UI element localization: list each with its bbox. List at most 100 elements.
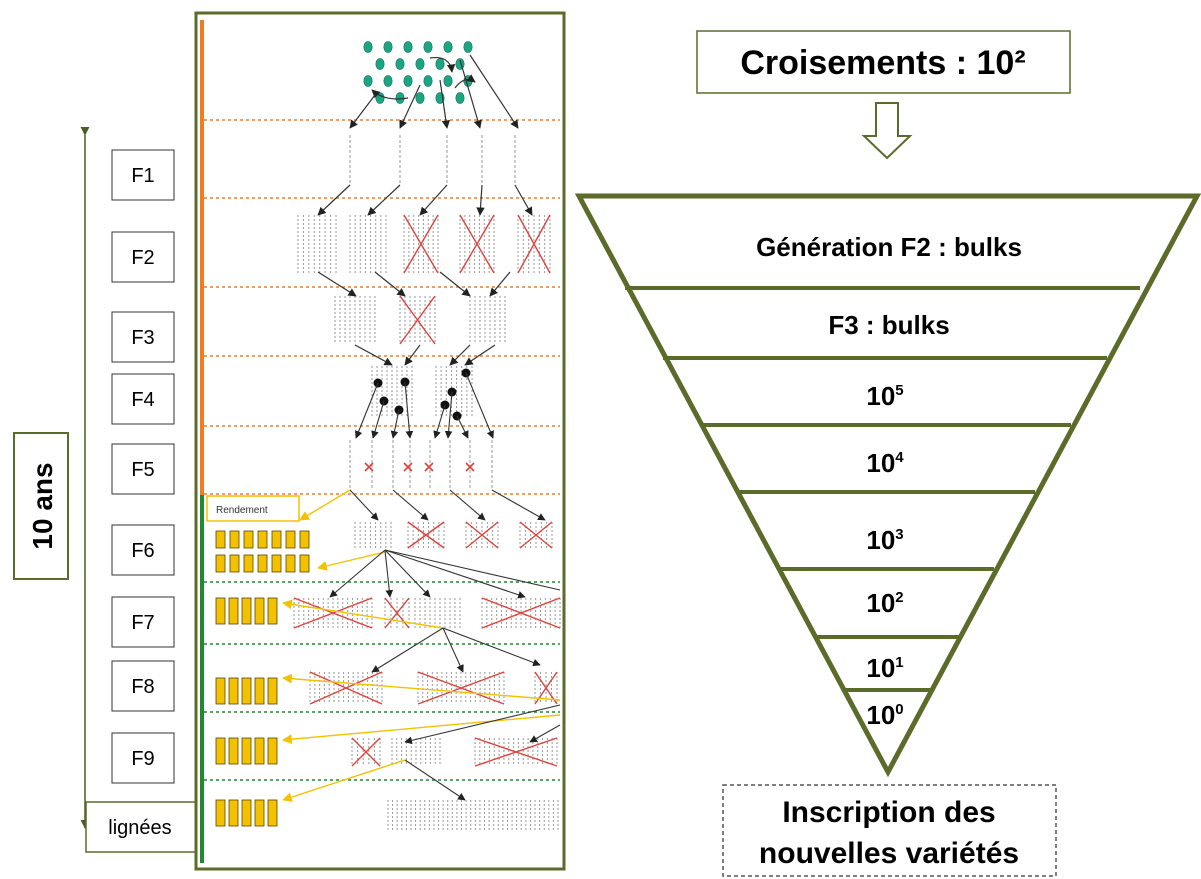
elimination-cross [407,521,445,549]
crosses-title: Croisements : 10² [740,44,1025,82]
f5-eliminations [364,462,475,472]
duration-box [13,432,69,580]
seed [403,41,413,53]
seed [443,41,453,53]
arrows-f0-f1 [349,54,519,129]
plot-block [399,295,436,345]
yield-bar [228,597,239,625]
seed [435,58,445,70]
yield-bar [241,799,252,827]
yield-bar [215,530,226,549]
yield-bar [241,677,252,705]
funnel-outline [574,193,1201,778]
elimination-cross [403,214,439,274]
seed [383,41,393,53]
registration-line-2: nouvelles variétés [759,837,1019,870]
registration-box [722,784,1057,877]
plot-block [407,521,445,549]
elimination-cross [474,737,558,767]
seed [383,75,393,87]
gen-box-f9 [111,732,175,784]
cross-arrow [429,56,456,73]
elimination-cross [481,597,561,629]
yield-bar [257,530,268,549]
yield-bar [285,530,296,549]
yield-trial-bars [215,530,310,827]
plot-block [334,296,376,344]
yield-bar [215,737,226,765]
lines-box [85,801,199,853]
gen-box-f8 [111,660,175,712]
gen-box-f6 [111,524,175,576]
funnel-level-f2: Génération F2 : bulks [756,232,1022,262]
plot-block [474,737,558,767]
plot-block [403,214,439,274]
plot-block [469,296,506,344]
plot-block [309,671,383,705]
elimination-cross [399,295,436,345]
seed [423,75,433,87]
gen-label-f9: F9 [131,748,154,770]
yield-bar [271,530,282,549]
gen-label-f5: F5 [131,459,154,481]
gen-box-f4 [111,373,175,425]
plot-block [351,737,381,767]
funnel-level-1e4: 104 [866,448,904,478]
elimination-cross [384,597,410,629]
funnel-level-f3: F3 : bulks [828,310,949,340]
plot-block [417,671,505,705]
yield-bar [267,677,278,705]
yield-bar [215,799,226,827]
plot-block [384,597,410,629]
gen-label-f2: F2 [131,247,154,269]
cross-arrow [371,89,409,100]
plot-block [519,521,553,549]
gen-box-f1 [111,149,175,201]
yield-bar [254,799,265,827]
elimination-cross [459,214,495,274]
gen-box-f7 [111,596,175,648]
plot-block [349,215,387,273]
funnel-level-1e5: 105 [866,381,903,411]
plot-block [459,214,495,274]
elimination-cross [351,737,381,767]
duration-label: 10 ans [27,462,58,549]
yield-bar [271,554,282,573]
arrows-f3-f4 [354,344,496,366]
plot-block [293,597,373,629]
yield-bar [229,530,240,549]
plot-rows [293,214,561,830]
down-arrow-icon [861,102,913,160]
plot-block [414,598,461,628]
elimination-cross [465,521,499,549]
seed [395,58,405,70]
arrows-f9-lines [404,759,466,801]
plot-block [517,214,551,274]
yield-bar [267,799,278,827]
arrows-f1-f2 [317,184,533,216]
plot-block [371,366,413,418]
gen-box-f2 [111,231,175,283]
yield-label: Rendement [216,505,268,516]
yield-bar [267,737,278,765]
seed [403,75,413,87]
registration-line-1: Inscription des [782,796,995,829]
funnel-level-1e3: 103 [866,525,903,555]
gen-label-f7: F7 [131,612,154,634]
gen-box-f3 [111,311,175,363]
yield-bar [299,530,310,549]
gen-label-f1: F1 [131,165,154,187]
seed [415,58,425,70]
yield-bar [243,530,254,549]
yield-box [206,495,300,522]
plot-block [387,800,559,830]
yield-bar [241,597,252,625]
yield-bar [241,737,252,765]
yield-bar [267,597,278,625]
yield-bar [228,677,239,705]
yield-bar [215,597,226,625]
arrows-f2-f3 [317,271,511,297]
yield-bar [215,554,226,573]
selection-funnel: Génération F2 : bulks F3 : bulks 105 104… [574,193,1201,778]
gen-label-f4: F4 [131,389,154,411]
